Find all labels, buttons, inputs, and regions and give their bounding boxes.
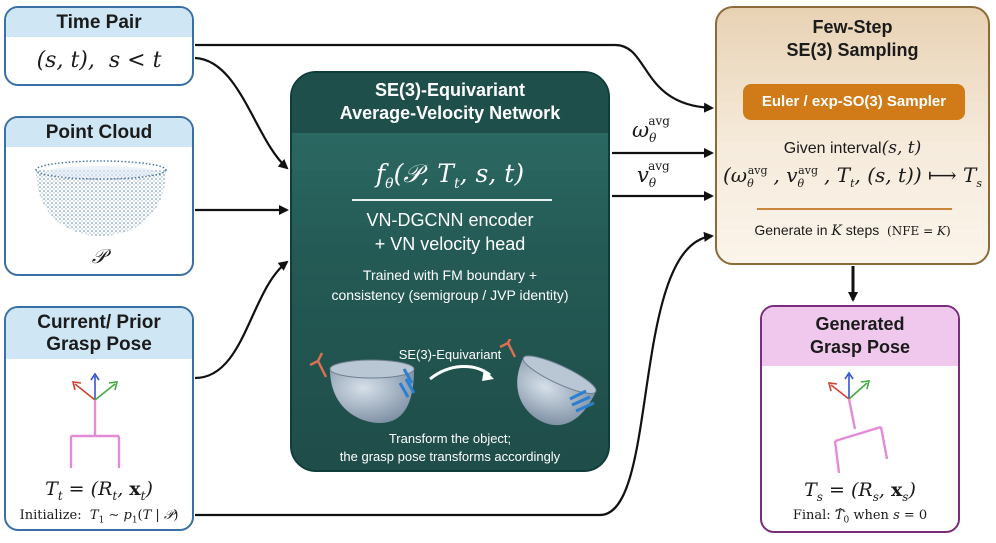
sampler-steps: Generate in K steps (NFE = K) [754, 222, 951, 239]
point-cloud-symbol: 𝒫 [91, 244, 107, 268]
v-output-label: vθavg [637, 159, 670, 191]
sampler-title-line1: Few-Step [812, 17, 893, 37]
transform-arrow [429, 364, 491, 381]
network-title: SE(3)-Equivariant Average-Velocity Netwo… [292, 73, 608, 133]
arrow-init-to-sampler [195, 231, 714, 517]
arrow-grasp-to-network [194, 260, 289, 380]
time-pair-title: Time Pair [6, 8, 192, 37]
generated-formula: Ts = (Rs, xs) [804, 479, 916, 504]
bowl-right [517, 355, 597, 425]
init-label: Initialize: [19, 508, 82, 523]
euler-sampler-badge: Euler / exp-SO(3) Sampler [743, 84, 965, 120]
bowl-point-cloud-image [35, 160, 167, 236]
trained-line2: consistency (semigroup / JVP identity) [331, 287, 569, 303]
network-box: SE(3)-Equivariant Average-Velocity Netwo… [290, 71, 610, 472]
given-label: Given interval [783, 140, 882, 157]
time-pair-formula: (s, t), s < t [36, 48, 162, 73]
sampler-title-line2: SE(3) Sampling [786, 40, 919, 60]
sampler-title: Few-Step SE(3) Sampling [717, 8, 988, 62]
generated-title-line2: Grasp Pose [809, 337, 911, 357]
sampler-box: Few-Step SE(3) Sampling Euler / exp-SO(3… [715, 6, 990, 265]
time-pair-box: Time Pair (s, t), s < t [4, 6, 194, 86]
generated-gripper-icon [827, 371, 889, 474]
point-cloud-title: Point Cloud [6, 118, 192, 147]
network-function: fθ(𝒫, Tt, s, t) [375, 159, 525, 192]
encoder-line1: VN-DGCNN encoder [366, 210, 534, 230]
sampler-divider [757, 208, 952, 210]
equivariance-illustration [309, 339, 597, 425]
bowl-left [329, 359, 415, 423]
arrow-timepair-to-sampler [195, 43, 714, 113]
encoder-line2: + VN velocity head [374, 234, 526, 254]
caption-line2: the grasp pose transforms accordingly [339, 449, 561, 464]
generated-final: Final: ︿T0 when s = 0 [792, 501, 928, 526]
grasp-pose-title: Current/ Prior Grasp Pose [6, 308, 192, 359]
generated-title-line1: Generated [815, 314, 905, 334]
arrow-timepair-to-network [194, 56, 289, 170]
equivariant-label: SE(3)-Equivariant [398, 347, 502, 362]
point-cloud-box: Point Cloud 𝒫 [4, 116, 194, 276]
generated-title: Generated Grasp Pose [762, 307, 958, 366]
grasp-pose-title-line1: Current/ Prior [37, 312, 161, 333]
caption-line1: Transform the object; [388, 431, 512, 446]
grasp-pose-box: Current/ Prior Grasp Pose Tt = (Rt, xt) … [4, 306, 194, 531]
network-divider [352, 199, 552, 201]
network-title-line2: Average-Velocity Network [339, 103, 561, 123]
network-title-line1: SE(3)-Equivariant [374, 80, 526, 100]
given-interval: Given interval(s, t) [783, 138, 922, 158]
final-label: Final: [792, 508, 831, 523]
generated-pose-box: Generated Grasp Pose Ts = (Rs, xs) Final… [760, 305, 960, 533]
grasp-pose-formula: Tt = (Rt, xt) [45, 478, 153, 503]
trained-line1: Trained with FM boundary + [362, 267, 538, 283]
gripper-pose-icon [69, 372, 121, 468]
sampler-update-formula: (ωθavg, vθavg, Tt, (s, t)) ⟼ Ts [722, 163, 983, 190]
omega-output-label: ωθavg [632, 114, 670, 146]
grasp-pose-title-line2: Grasp Pose [46, 334, 152, 355]
grasp-pose-init: Initialize: T1 ∼ p1(T | 𝒫) [19, 508, 179, 526]
